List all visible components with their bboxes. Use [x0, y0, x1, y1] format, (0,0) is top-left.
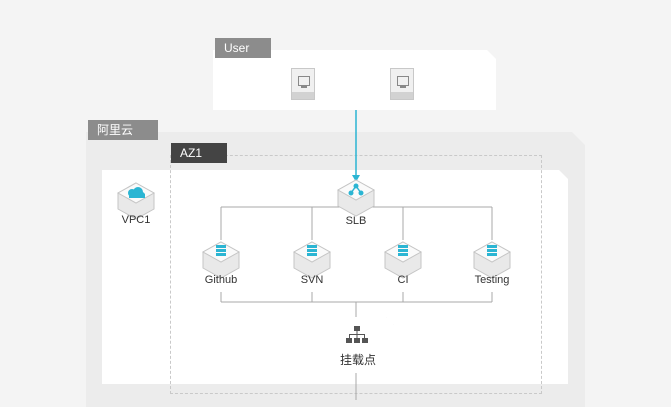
slb-label: SLB [345, 215, 367, 227]
server-icon [292, 241, 332, 279]
vpc-label: VPC1 [121, 214, 151, 226]
server-icon [201, 241, 241, 279]
load-balancer-icon [336, 179, 376, 217]
server-label-github: Github [204, 274, 238, 286]
server-label-svn: SVN [300, 274, 324, 286]
server-icon [472, 241, 512, 279]
pc-icon [291, 68, 315, 100]
user-label: User [215, 38, 271, 58]
user-panel [213, 50, 496, 110]
server-label-ci: CI [397, 274, 409, 286]
pc-icon [390, 68, 414, 100]
arrow-head [352, 175, 360, 182]
server-label-testing: Testing [474, 274, 510, 286]
server-icon [383, 241, 423, 279]
cloud-icon [116, 182, 156, 220]
aliyun-label: 阿里云 [88, 120, 158, 140]
mount-label: 挂载点 [339, 353, 376, 367]
az-label: AZ1 [171, 143, 227, 163]
hierarchy-icon [346, 326, 368, 343]
